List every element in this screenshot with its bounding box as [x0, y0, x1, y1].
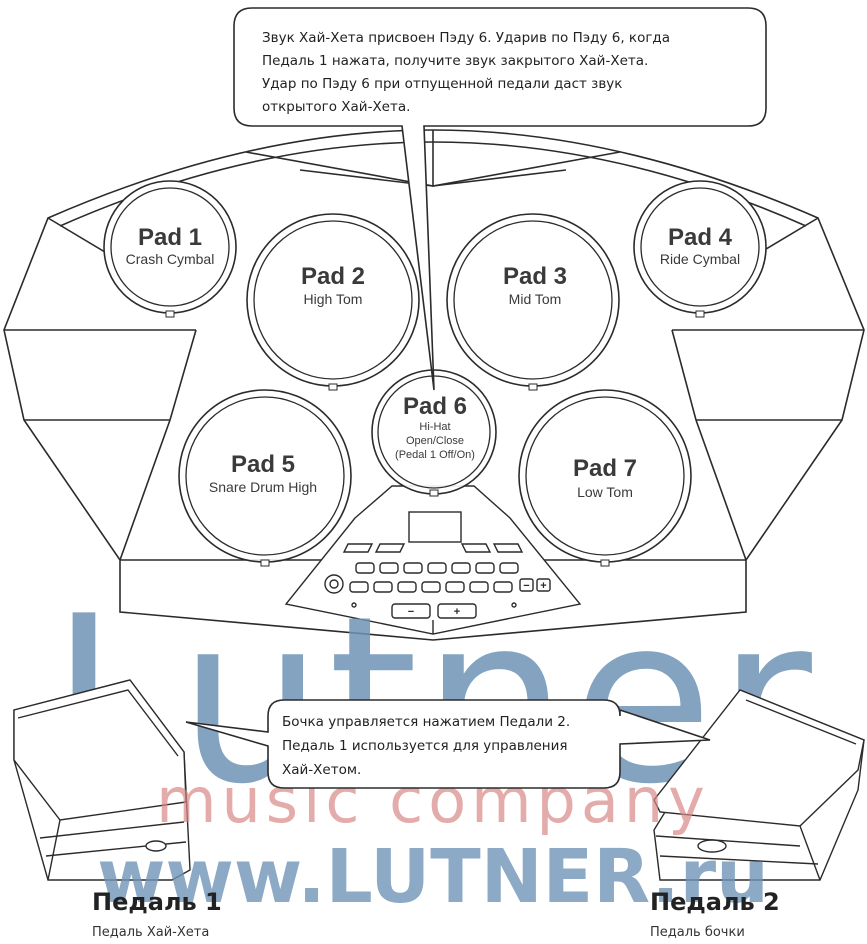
pad-5-label: Snare Drum High — [209, 479, 317, 495]
pad-4-number: Pad 4 — [668, 224, 733, 251]
pedal-2-illustration[interactable] — [653, 689, 865, 881]
pad-6-number: Pad 6 — [403, 393, 467, 420]
volume-plus-button[interactable] — [437, 603, 477, 619]
pad-1[interactable]: Pad 1 Crash Cymbal — [103, 180, 237, 318]
pad-6-label-line-1: Hi-Hat — [419, 421, 450, 433]
mode-buttons-row2[interactable] — [349, 581, 513, 593]
callout-bottom-line-2: Педаль 1 используется для управления — [282, 738, 568, 754]
callout-bottom-line-3: Хай-Хетом. — [282, 762, 361, 778]
tempo-plus-button[interactable] — [536, 578, 551, 592]
pad-5[interactable]: Pad 5 Snare Drum High — [178, 389, 352, 567]
pad-1-number: Pad 1 — [138, 224, 202, 251]
pad-4[interactable]: Pad 4 Ride Cymbal — [633, 180, 767, 318]
pedal-2-title: Педаль 2 — [650, 888, 780, 916]
callout-top-line-1: Звук Хай-Хета присвоен Пэду 6. Ударив по… — [262, 30, 670, 46]
pedal-2-subtitle: Педаль бочки — [650, 925, 745, 940]
callout-top-line-2: Педаль 1 нажата, получите звук закрытого… — [262, 53, 648, 69]
pedal-1-caption: Педаль 1 Педаль Хай-Хета — [92, 888, 222, 940]
display-screen — [408, 511, 462, 543]
pad-3-label: Mid Tom — [509, 291, 562, 307]
volume-minus-symbol: − — [408, 606, 414, 618]
pad-2-label: High Tom — [304, 291, 363, 307]
tempo-minus-symbol: − — [523, 580, 529, 592]
pad-4-label: Ride Cymbal — [660, 251, 740, 267]
tempo-plus-symbol: + — [540, 580, 546, 592]
pad-7-label: Low Tom — [577, 484, 633, 500]
pad-2[interactable]: Pad 2 High Tom — [246, 213, 420, 391]
pad-3-number: Pad 3 — [503, 263, 567, 290]
callout-top-line-4: открытого Хай-Хета. — [262, 99, 410, 115]
watermark-url: www.LUTNER.ru — [97, 834, 769, 920]
function-buttons-top[interactable] — [342, 543, 524, 553]
pad-3[interactable]: Pad 3 Mid Tom — [446, 213, 620, 391]
pedal-1-subtitle: Педаль Хай-Хета — [92, 925, 209, 940]
callout-bottom: Бочка управляется нажатием Педали 2. Пед… — [185, 699, 711, 789]
volume-minus-button[interactable] — [391, 603, 431, 619]
pad-7[interactable]: Pad 7 Low Tom — [518, 389, 692, 567]
volume-plus-symbol: + — [454, 606, 460, 618]
pad-6[interactable]: Pad 6 Hi-Hat Open/Close (Pedal 1 Off/On) — [371, 369, 497, 497]
callout-top: Звук Хай-Хета присвоен Пэду 6. Ударив по… — [233, 7, 767, 391]
pad-2-number: Pad 2 — [301, 263, 365, 290]
mode-buttons-row1[interactable] — [355, 562, 519, 574]
pad-6-label-line-2: Open/Close — [406, 435, 464, 447]
url-watermark: www.LUTNER.ru — [97, 834, 769, 920]
tempo-minus-button[interactable] — [519, 578, 534, 592]
pedal-1-illustration[interactable] — [13, 679, 191, 881]
pedal-2-caption: Педаль 2 Педаль бочки — [650, 888, 780, 940]
callout-bottom-line-1: Бочка управляется нажатием Педали 2. — [282, 714, 570, 730]
control-panel-symbols: − + − + — [408, 580, 547, 618]
callout-top-line-3: Удар по Пэду 6 при отпущенной педали дас… — [262, 76, 622, 92]
pad-7-number: Pad 7 — [573, 455, 637, 482]
pad-5-number: Pad 5 — [231, 451, 295, 478]
control-panel — [284, 485, 582, 635]
pad-6-label-line-3: (Pedal 1 Off/On) — [395, 449, 475, 461]
pedal-1-title: Педаль 1 — [92, 888, 222, 916]
pad-1-label: Crash Cymbal — [126, 251, 215, 267]
